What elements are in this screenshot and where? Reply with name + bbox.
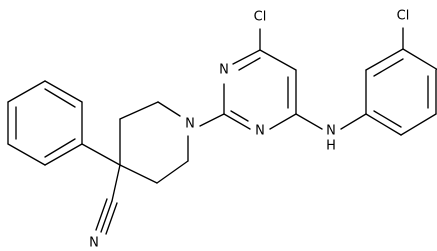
bond-phenyl-c2-c3 (44, 80, 83, 103)
bond-piperidine-n-c2 (157, 101, 181, 117)
bond-aryl-inner-a (373, 58, 404, 77)
nitrogen-atom-amine: N (326, 124, 336, 139)
bond-pyrimidine-n1-c2-inner (230, 110, 249, 122)
bond-piperidine-c2-c3 (119, 101, 159, 120)
bond-pyrimidine-c6-n1 (269, 113, 297, 130)
bond-aryl-c6-c1 (365, 113, 402, 136)
hydrogen-atom-amine: H (326, 139, 336, 154)
bond-phenyl-c5-c6 (7, 143, 46, 166)
bond-phenyl-c6-c1 (44, 143, 83, 166)
bond-aryl-c3-c4 (402, 48, 437, 71)
bond-piperidine-c4-c5 (119, 164, 158, 184)
nitrogen-atom-pyrimidine-lower: N (255, 124, 265, 139)
bond-c4-phenyl (81, 143, 121, 166)
bond-nitrile-triple-b (105, 202, 118, 235)
bond-phenyl-c3-c4 (7, 80, 46, 103)
atom-label-layer: Cl Cl N N N N H N (89, 9, 409, 251)
nitrogen-atom-piperidine: N (185, 117, 195, 132)
bond-c6-amine (295, 113, 323, 130)
bond-pyrimidine-n3-c4-inner (238, 57, 261, 71)
bond-c2-piperidine-n (199, 113, 225, 127)
bond-amine-aryl (340, 113, 367, 130)
nitrogen-atom-pyrimidine-upper: N (219, 63, 229, 78)
nitrogen-atom-nitrile: N (89, 236, 99, 251)
bond-nitrile-c-c (111, 164, 121, 202)
bond-pyrimidine-n1-c2 (223, 113, 251, 130)
chlorine-atom-right: Cl (397, 9, 410, 24)
bond-aryl-inner-c (373, 110, 402, 128)
bond-phenyl-inner-c (44, 138, 76, 158)
bond-aryl-c2-c3 (365, 48, 404, 71)
bond-piperidine-c5-c6 (156, 160, 189, 184)
bond-nitrile-triple-c (95, 198, 108, 231)
bond-pyrimidine-n3-c4 (232, 49, 261, 65)
bond-nitrile-triple-a (100, 200, 113, 233)
bond-pyrimidine-c4-c5 (259, 49, 297, 71)
chlorine-atom-top: Cl (254, 10, 267, 25)
bond-aryl-c5-c6 (400, 113, 437, 136)
bond-phenyl-inner-a (44, 88, 76, 108)
bond-layer (7, 27, 437, 235)
